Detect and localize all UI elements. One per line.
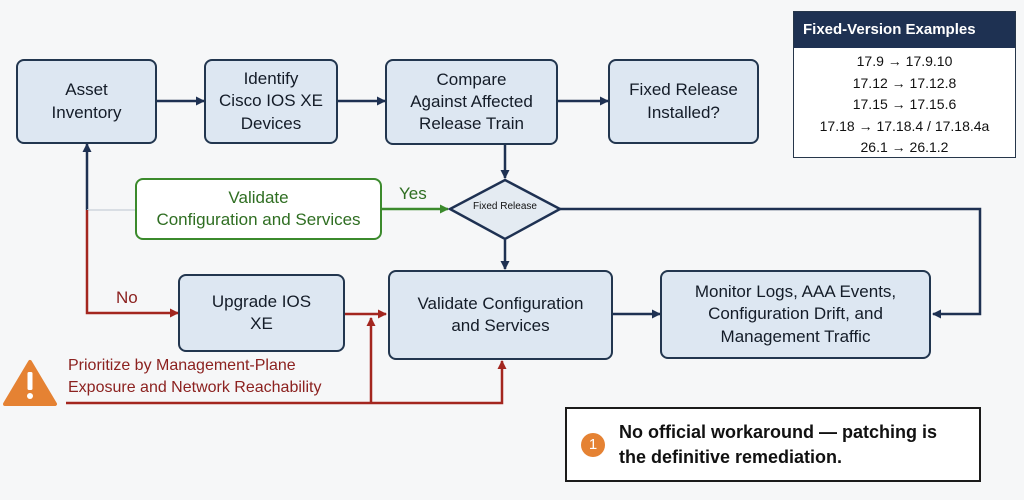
legend-row: 17.9 → 17.9.10 — [856, 53, 953, 69]
edge-label-yes: Yes — [399, 184, 427, 203]
legend-row: 17.12 → 17.12.8 — [852, 74, 957, 91]
legend-row: 17.18 → 17.18.4 / 17.18.4a — [819, 117, 990, 134]
node-validate-config: Validate Configuration and Services — [388, 270, 613, 360]
note-text: No official workaround — patching is the… — [619, 422, 938, 467]
node-asset-inventory: Asset Inventory — [16, 59, 157, 144]
node-monitor: Monitor Logs, AAA Events, Configuration … — [660, 270, 931, 359]
note-number-badge: 1 — [581, 432, 605, 457]
fixed-version-legend: Fixed-Version Examples 17.9 → 17.9.10 17… — [793, 11, 1016, 158]
prioritize-text: Prioritize by Management-Plane Exposure … — [68, 357, 322, 397]
legend-row: 17.15 → 17.15.6 — [852, 96, 957, 112]
node-identify-devices: Identify Cisco IOS XE Devices — [204, 59, 338, 144]
remediation-note: 1 No official workaround — patching is t… — [565, 407, 981, 482]
node-fixed-installed: Fixed Release Installed? — [608, 59, 759, 144]
edge-label-no: No — [116, 288, 138, 307]
legend-title: Fixed-Version Examples — [794, 12, 1015, 48]
warning-icon — [3, 360, 57, 406]
decision-diamond — [447, 178, 563, 241]
edge-decision-to-monitor — [560, 207, 982, 319]
decision-label: Fixed Release — [473, 201, 537, 212]
node-compare-release: Compare Against Affected Release Train — [385, 59, 558, 145]
node-upgrade: Upgrade IOS XE — [178, 274, 345, 352]
edge-no — [85, 210, 179, 318]
node-validate-config-green: Validate Configuration and Services — [135, 178, 382, 240]
legend-row: 26.1 → 26.1.2 — [860, 139, 949, 155]
edge-prioritize — [66, 360, 507, 405]
